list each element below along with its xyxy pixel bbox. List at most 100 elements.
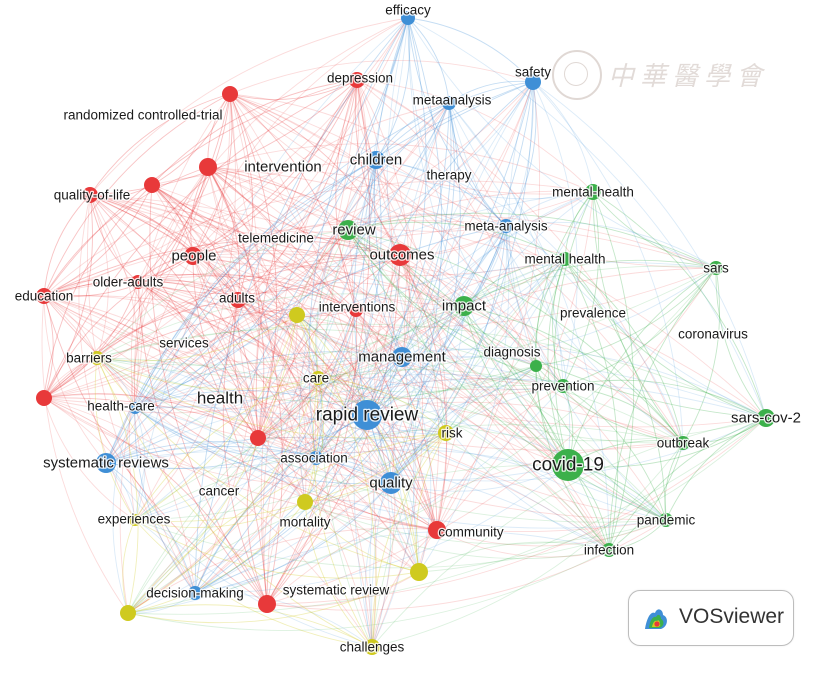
network-link bbox=[317, 377, 447, 434]
node-label-mortality: mortality bbox=[279, 515, 330, 530]
network-link bbox=[418, 417, 767, 573]
network-link bbox=[127, 482, 392, 614]
network-node[interactable] bbox=[380, 472, 402, 494]
network-node[interactable] bbox=[454, 296, 474, 316]
network-node[interactable] bbox=[297, 494, 313, 510]
network-link bbox=[463, 305, 684, 444]
network-node[interactable] bbox=[530, 360, 542, 372]
network-node[interactable] bbox=[709, 261, 723, 275]
network-link bbox=[567, 417, 767, 468]
network-link bbox=[562, 379, 767, 419]
network-node[interactable] bbox=[556, 379, 570, 393]
network-link bbox=[255, 79, 358, 439]
network-link bbox=[43, 397, 667, 533]
network-link bbox=[151, 184, 438, 531]
node-label-therapy: therapy bbox=[426, 168, 471, 183]
network-link bbox=[43, 295, 684, 451]
network-node[interactable] bbox=[558, 252, 572, 266]
network-link bbox=[315, 356, 403, 459]
network-node[interactable] bbox=[552, 449, 584, 481]
network-node[interactable] bbox=[36, 390, 52, 406]
network-link bbox=[315, 225, 507, 459]
network-node[interactable] bbox=[311, 371, 325, 385]
network-link bbox=[299, 159, 377, 503]
network-node[interactable] bbox=[289, 307, 305, 323]
network-link bbox=[229, 93, 717, 269]
network-link bbox=[317, 377, 610, 551]
network-node[interactable] bbox=[428, 521, 446, 539]
network-node[interactable] bbox=[349, 303, 363, 317]
network-node[interactable] bbox=[364, 639, 380, 655]
network-node[interactable] bbox=[757, 409, 775, 427]
network-node[interactable] bbox=[309, 451, 323, 465]
network-link bbox=[229, 93, 684, 444]
network-link bbox=[401, 267, 717, 359]
network-node[interactable] bbox=[144, 177, 160, 193]
network-link bbox=[43, 295, 403, 367]
network-link bbox=[363, 17, 420, 573]
network-node[interactable] bbox=[525, 74, 541, 90]
network-link bbox=[105, 378, 767, 464]
network-link bbox=[151, 184, 319, 379]
network-link bbox=[390, 102, 461, 484]
network-node[interactable] bbox=[659, 513, 673, 527]
network-node[interactable] bbox=[338, 220, 358, 240]
network-node[interactable] bbox=[410, 563, 428, 581]
network-node[interactable] bbox=[188, 586, 202, 600]
network-link bbox=[134, 519, 373, 648]
network-node[interactable] bbox=[250, 430, 266, 446]
network-link bbox=[134, 407, 392, 485]
network-link bbox=[127, 309, 357, 614]
network-link bbox=[89, 194, 357, 311]
network-link bbox=[207, 166, 349, 231]
network-node[interactable] bbox=[199, 158, 217, 176]
network-link bbox=[207, 166, 447, 434]
network-link bbox=[371, 529, 438, 648]
network-link bbox=[266, 417, 767, 605]
network-node[interactable] bbox=[129, 514, 141, 526]
network-link bbox=[43, 305, 465, 405]
network-link bbox=[505, 225, 684, 444]
network-node[interactable] bbox=[90, 351, 104, 365]
network-node[interactable] bbox=[120, 605, 136, 621]
network-link bbox=[296, 225, 507, 316]
network-link bbox=[317, 225, 507, 379]
network-node[interactable] bbox=[129, 402, 141, 414]
network-link bbox=[564, 258, 619, 551]
network-link bbox=[390, 305, 465, 484]
network-link bbox=[194, 225, 507, 594]
network-node[interactable] bbox=[184, 247, 202, 265]
network-node[interactable] bbox=[230, 292, 246, 308]
network-link bbox=[371, 254, 424, 648]
network-node[interactable] bbox=[82, 187, 98, 203]
network-node[interactable] bbox=[401, 11, 415, 25]
network-link bbox=[355, 309, 395, 484]
network-node[interactable] bbox=[349, 72, 365, 88]
network-node[interactable] bbox=[392, 347, 412, 367]
network-node[interactable] bbox=[585, 184, 601, 200]
network-node[interactable] bbox=[96, 453, 116, 473]
network-link bbox=[151, 184, 306, 503]
network-link bbox=[207, 166, 283, 605]
network-node[interactable] bbox=[36, 288, 52, 304]
node-label-mental-health: mental health bbox=[524, 252, 605, 267]
network-link bbox=[608, 442, 684, 551]
network-node[interactable] bbox=[676, 436, 690, 450]
network-link bbox=[112, 407, 136, 614]
network-node[interactable] bbox=[367, 151, 385, 169]
network-node[interactable] bbox=[602, 543, 616, 557]
network-link bbox=[532, 81, 684, 444]
network-link bbox=[347, 229, 569, 466]
network-link bbox=[207, 166, 392, 484]
network-node[interactable] bbox=[352, 400, 382, 430]
node-label-risk: risk bbox=[442, 426, 463, 441]
network-node[interactable] bbox=[258, 595, 276, 613]
network-link bbox=[105, 314, 298, 464]
network-node[interactable] bbox=[442, 96, 456, 110]
network-node[interactable] bbox=[131, 275, 145, 289]
network-node[interactable] bbox=[438, 425, 454, 441]
network-node[interactable] bbox=[499, 219, 513, 233]
network-node[interactable] bbox=[389, 244, 411, 266]
network-node[interactable] bbox=[222, 86, 238, 102]
network-link bbox=[43, 295, 317, 459]
